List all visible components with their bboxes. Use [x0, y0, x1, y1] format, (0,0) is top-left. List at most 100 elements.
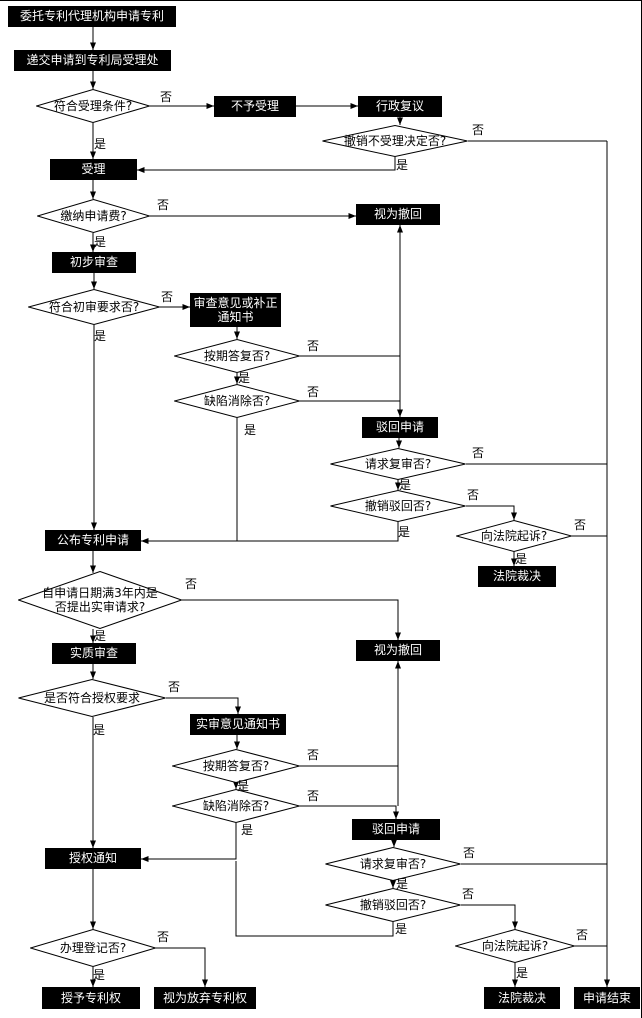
edge-label-no: 否 — [306, 385, 320, 399]
edge-label-no: 否 — [156, 930, 170, 944]
flow-node-meet-acceptance: 符合受理条件? — [36, 89, 150, 123]
flow-node-defects-removed-2: 缺陷消除否? — [172, 789, 300, 823]
flow-node-deemed-withdrawn-1: 视为撤回 — [356, 204, 440, 225]
flow-node-revoke-decision: 撤销不受理决定否? — [322, 125, 468, 157]
flow-node-reply-on-time-1: 按期答复否? — [174, 339, 300, 373]
flow-node-exam-notice: 审查意见或补正通知书 — [190, 293, 281, 327]
decision-diamond-shape — [325, 888, 461, 922]
decision-diamond-shape — [330, 448, 466, 480]
flow-node-label: 公布专利申请 — [56, 533, 129, 548]
flow-node-label: 授权通知 — [68, 851, 117, 866]
edge-label-no: 否 — [306, 748, 320, 762]
flow-connector — [466, 505, 517, 520]
decision-diamond-shape — [37, 199, 150, 233]
flow-node-grant-notice: 授权通知 — [45, 848, 141, 869]
decision-diamond-shape — [174, 339, 300, 373]
edge-label-yes: 是 — [398, 478, 412, 492]
decision-diamond-shape — [36, 89, 150, 123]
flow-node-publish: 公布专利申请 — [45, 530, 141, 551]
flow-connector — [182, 599, 401, 640]
edge-label-yes: 是 — [243, 423, 257, 437]
flow-node-label: 缴纳申请费? — [60, 208, 127, 223]
flow-node-label: 授予专利权 — [60, 990, 121, 1005]
edge-label-no: 否 — [167, 680, 181, 694]
flow-node-label: 法院裁决 — [497, 990, 546, 1005]
flow-node-request-exam-3yr: 自申请日期满3年内是否提出实审请求? — [18, 571, 182, 629]
flow-node-label: 撤销驳回否? — [364, 498, 432, 513]
flow-node-label: 申请结束 — [582, 990, 631, 1005]
edge-label-no: 否 — [184, 577, 198, 591]
edge-label-yes: 是 — [240, 823, 254, 837]
flow-node-request-reexam-2: 请求复审否? — [325, 847, 461, 881]
decision-diamond-shape — [174, 384, 300, 418]
flow-node-pay-fee: 缴纳申请费? — [37, 199, 150, 233]
edge-label-no: 否 — [156, 198, 170, 212]
flow-node-label: 行政复议 — [375, 99, 424, 114]
decision-diamond-shape — [325, 847, 461, 881]
flow-node-label: 实审意见通知书 — [195, 717, 280, 732]
flow-node-entrust: 委托专利代理机构申请专利 — [8, 6, 176, 27]
edge-label-yes: 是 — [92, 723, 106, 737]
edge-label-yes: 是 — [397, 525, 411, 539]
decision-diamond-shape — [455, 929, 575, 963]
decision-diamond-shape — [18, 679, 166, 717]
edge-label-no: 否 — [160, 290, 174, 304]
decision-diamond-shape — [172, 749, 300, 783]
flow-node-label: 递交申请到专利局受理处 — [26, 53, 159, 68]
decision-diamond-shape — [30, 929, 156, 967]
flow-node-admin-review: 行政复议 — [358, 96, 442, 117]
flow-connector — [237, 522, 399, 542]
flow-node-accepted: 受理 — [50, 159, 137, 180]
decision-diamond-shape — [18, 571, 182, 629]
flow-node-revoke-rejection-1: 撤销驳回否? — [330, 490, 466, 522]
flow-node-label: 缺陷消除否? — [202, 798, 270, 813]
flow-node-court-ruling-2: 法院裁决 — [484, 987, 560, 1009]
flow-node-deemed-abandoned: 视为放弃专利权 — [154, 987, 256, 1009]
edge-label-no: 否 — [306, 339, 320, 353]
flow-node-label: 审查意见或补正通知书 — [193, 295, 278, 324]
flow-node-sue-court-2: 向法院起诉? — [455, 929, 575, 963]
flow-node-label: 撤销不受理决定否? — [343, 133, 447, 148]
flow-node-label: 委托专利代理机构申请专利 — [19, 9, 164, 24]
flow-node-deemed-withdrawn-2: 视为撤回 — [356, 640, 440, 661]
edge-label-yes: 是 — [93, 329, 107, 343]
edge-label-no: 否 — [471, 446, 485, 460]
edge-label-yes: 是 — [395, 877, 409, 891]
flow-node-grant-patent: 授予专利权 — [42, 987, 140, 1009]
flow-node-label: 初步审查 — [69, 255, 118, 270]
flow-node-reject-2: 驳回申请 — [352, 819, 440, 840]
flow-node-label: 按期答复否? — [202, 758, 270, 773]
flow-node-label: 符合初审要求否? — [48, 299, 140, 314]
flow-node-label: 视为撤回 — [373, 643, 422, 658]
flow-node-register: 办理登记否? — [30, 929, 156, 967]
flow-node-label: 向法院起诉? — [480, 528, 548, 543]
edge-label-no: 否 — [461, 887, 475, 901]
edge-label-no: 否 — [573, 518, 587, 532]
flow-node-label: 办理登记否? — [59, 940, 127, 955]
flow-node-sub-exam-notice: 实审意见通知书 — [190, 714, 286, 735]
flow-node-label: 符合受理条件? — [53, 98, 133, 113]
edge-label-yes: 是 — [237, 371, 251, 385]
flow-node-label: 受理 — [81, 162, 106, 177]
flow-node-submit: 递交申请到专利局受理处 — [14, 50, 171, 71]
flow-node-label: 视为放弃专利权 — [162, 990, 247, 1005]
flow-node-label: 向法院起诉? — [481, 938, 549, 953]
edge-label-no: 否 — [462, 846, 476, 860]
edge-label-yes: 是 — [93, 137, 107, 151]
edge-label-yes: 是 — [394, 922, 408, 936]
flow-node-meet-preliminary: 符合初审要求否? — [28, 289, 160, 325]
decision-diamond-shape — [456, 520, 572, 552]
flow-node-substantive-exam: 实质审查 — [52, 643, 136, 664]
flow-node-court-ruling-1: 法院裁决 — [478, 566, 556, 587]
flow-node-label: 撤销驳回否? — [359, 897, 427, 912]
flow-node-label: 视为撤回 — [373, 207, 422, 222]
edge-label-no: 否 — [306, 789, 320, 803]
edge-label-no: 否 — [575, 928, 589, 942]
flow-node-reply-on-time-2: 按期答复否? — [172, 749, 300, 783]
flow-node-label: 按期答复否? — [203, 348, 271, 363]
flow-node-preliminary-exam: 初步审查 — [52, 252, 136, 273]
